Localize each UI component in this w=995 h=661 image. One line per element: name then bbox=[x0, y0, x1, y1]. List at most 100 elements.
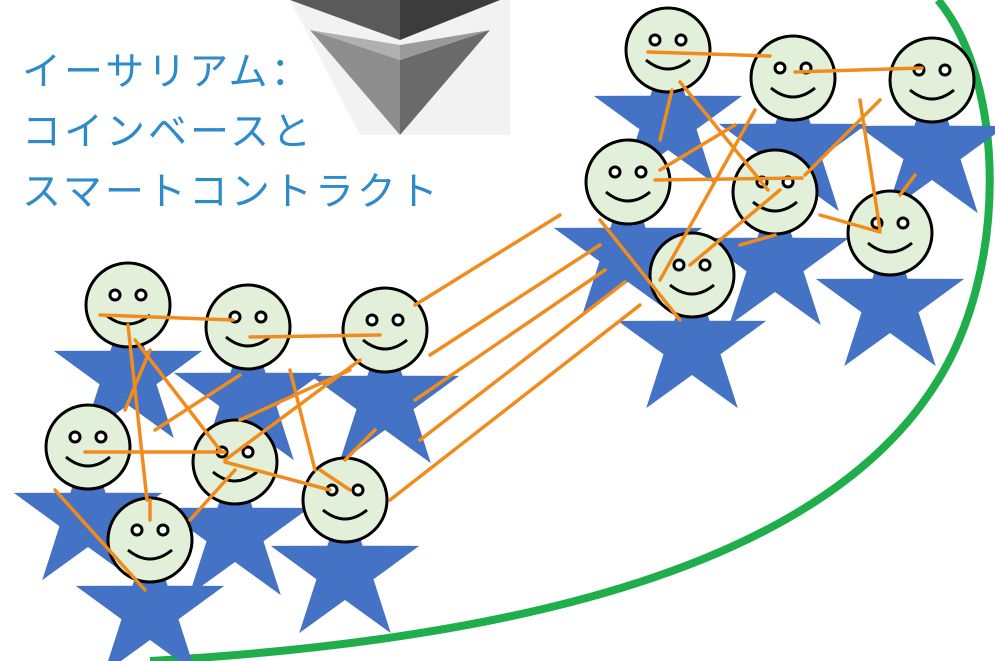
eye-icon bbox=[94, 430, 108, 444]
eye-icon bbox=[634, 165, 648, 179]
person-body bbox=[310, 322, 460, 464]
connection-line bbox=[288, 368, 317, 472]
smile bbox=[770, 86, 816, 99]
title-line-2: コインベースと bbox=[22, 110, 314, 155]
eye-icon bbox=[254, 310, 268, 324]
face bbox=[749, 34, 837, 122]
smiley-person-icon bbox=[270, 456, 420, 634]
smile bbox=[909, 88, 955, 101]
person-body bbox=[160, 454, 310, 596]
person-body bbox=[718, 70, 868, 212]
face bbox=[44, 403, 132, 491]
connection-line bbox=[223, 358, 362, 462]
connection-line bbox=[123, 348, 152, 412]
face bbox=[204, 283, 292, 371]
connection-line bbox=[413, 213, 562, 307]
person-body bbox=[617, 267, 767, 409]
links-layer bbox=[53, 50, 924, 592]
person-body bbox=[75, 532, 225, 661]
connection-line bbox=[388, 303, 642, 502]
eye-icon bbox=[698, 258, 712, 272]
connection-line bbox=[738, 233, 777, 247]
smiley-person-icon bbox=[13, 403, 163, 581]
connection-line bbox=[803, 98, 882, 177]
smiley-person-icon bbox=[815, 189, 965, 367]
connection-line bbox=[646, 50, 772, 58]
eye-icon bbox=[391, 313, 405, 327]
eye-icon bbox=[241, 445, 255, 459]
face bbox=[624, 6, 712, 94]
person-body bbox=[270, 492, 420, 634]
connection-line bbox=[428, 243, 602, 357]
person-body bbox=[553, 174, 703, 316]
face bbox=[84, 261, 172, 349]
connection-line bbox=[413, 268, 607, 402]
person-body bbox=[815, 225, 965, 367]
connection-line bbox=[658, 108, 757, 282]
connection-line bbox=[818, 213, 882, 234]
smile bbox=[645, 58, 691, 71]
smile bbox=[752, 200, 798, 213]
smiley-person-icon bbox=[53, 261, 203, 439]
eye-icon bbox=[896, 216, 910, 230]
smile bbox=[669, 283, 715, 296]
smile bbox=[65, 455, 111, 468]
smiley-person-icon bbox=[553, 138, 703, 316]
eye-icon bbox=[130, 523, 144, 537]
connection-line bbox=[653, 176, 804, 182]
connection-line bbox=[858, 98, 882, 232]
smile bbox=[322, 508, 368, 521]
smile bbox=[362, 338, 408, 351]
connection-line bbox=[658, 88, 674, 142]
smile bbox=[225, 335, 271, 348]
smiley-person-icon bbox=[718, 34, 868, 212]
eye-icon bbox=[648, 33, 662, 47]
title-line-1: イーサリアム： bbox=[22, 50, 313, 95]
connection-line bbox=[793, 66, 924, 74]
smiley-person-icon bbox=[857, 36, 995, 214]
connection-line bbox=[598, 218, 682, 322]
connection-line bbox=[688, 188, 782, 267]
eye-icon bbox=[108, 288, 122, 302]
smile bbox=[867, 241, 913, 254]
person-body bbox=[13, 439, 163, 581]
eye-icon bbox=[134, 288, 148, 302]
smile bbox=[127, 548, 173, 561]
connection-line bbox=[98, 313, 235, 322]
smiley-person-icon bbox=[75, 496, 225, 661]
eye-icon bbox=[672, 258, 686, 272]
connection-line bbox=[53, 488, 147, 592]
smile bbox=[605, 190, 651, 203]
eye-icon bbox=[68, 430, 82, 444]
connection-line bbox=[188, 468, 237, 522]
connection-line bbox=[126, 323, 149, 502]
connection-line bbox=[678, 80, 770, 192]
connection-line bbox=[418, 280, 627, 442]
person-body bbox=[857, 72, 995, 214]
face bbox=[106, 496, 194, 584]
eye-icon bbox=[156, 523, 170, 537]
person-body bbox=[173, 319, 323, 461]
face bbox=[648, 231, 736, 319]
face bbox=[584, 138, 672, 226]
eye-icon bbox=[351, 483, 365, 497]
smile bbox=[212, 470, 258, 483]
person-body bbox=[53, 297, 203, 439]
eye-icon bbox=[365, 313, 379, 327]
eye-icon bbox=[674, 33, 688, 47]
connection-line bbox=[898, 173, 917, 197]
eye-icon bbox=[773, 61, 787, 75]
connection-line bbox=[318, 468, 352, 492]
connection-line bbox=[343, 428, 377, 462]
people-layer bbox=[13, 6, 995, 661]
eye-icon bbox=[938, 63, 952, 77]
connection-line bbox=[133, 338, 222, 452]
title-line-3: スマートコントラクト bbox=[22, 170, 441, 215]
smiley-person-icon bbox=[173, 283, 323, 461]
eye-icon bbox=[608, 165, 622, 179]
connection-line bbox=[658, 123, 737, 172]
ethereum-logo-icon bbox=[290, 0, 510, 135]
connection-line bbox=[248, 333, 382, 339]
person-body bbox=[700, 184, 850, 326]
